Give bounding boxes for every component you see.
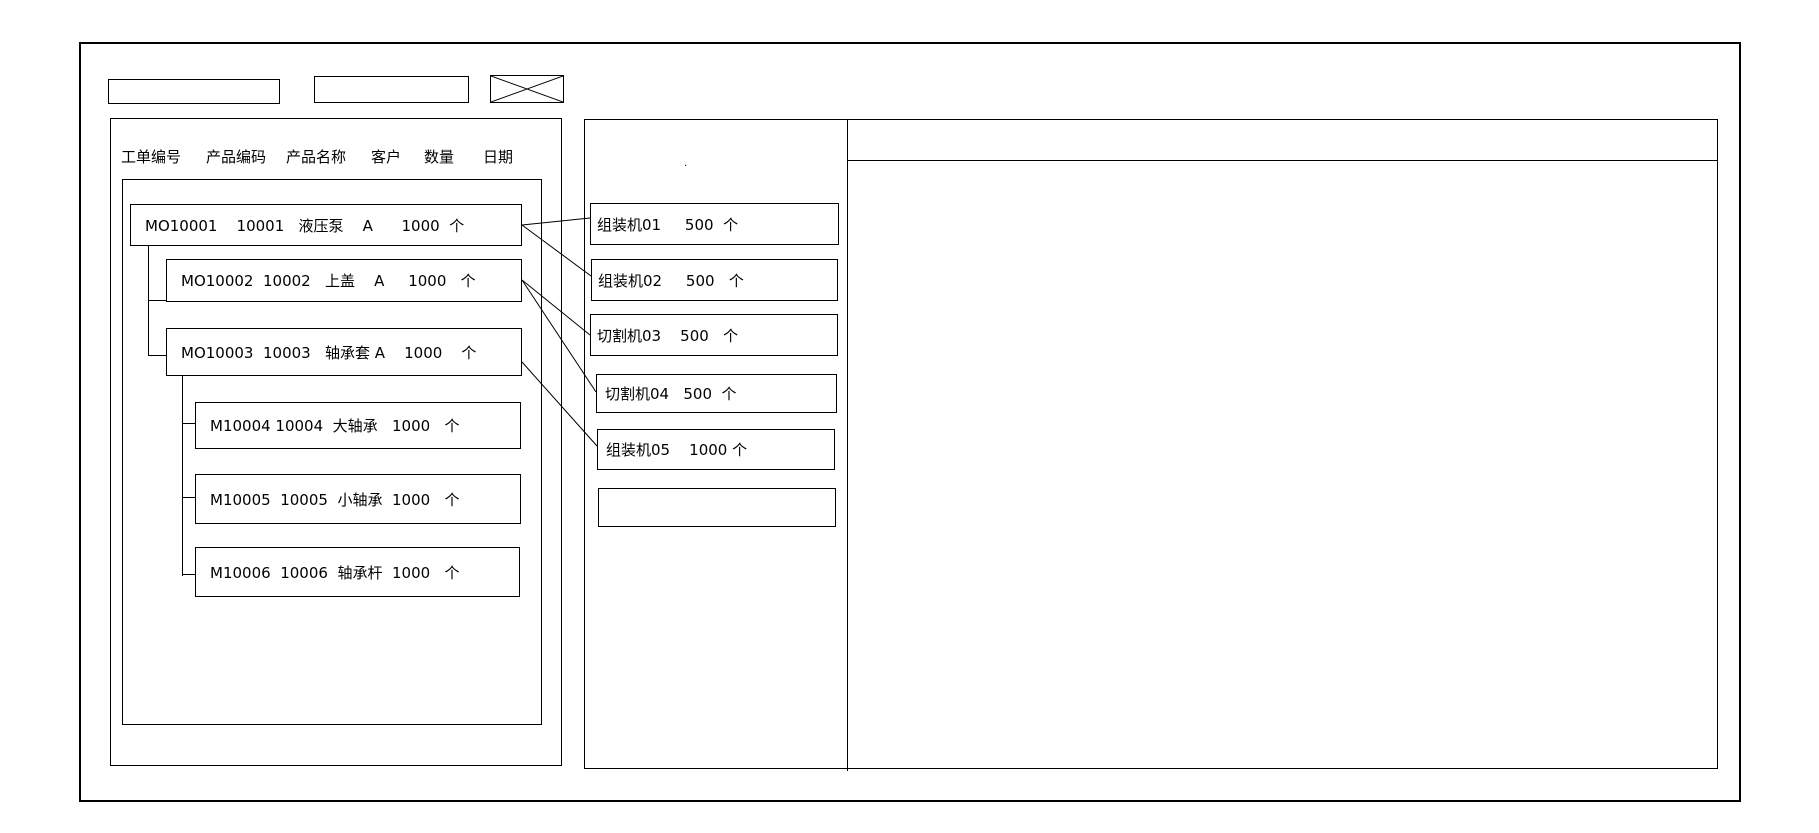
tree-node-M10005[interactable]: M10005 10005 小轴承 1000 个 xyxy=(195,474,521,524)
machine-label: 组装机05 1000 个 xyxy=(606,441,748,459)
header-product-name: 产品名称 xyxy=(286,148,347,166)
node-label: MO10002 10002 上盖 A 1000 个 xyxy=(181,272,476,290)
tree-node-MO10002[interactable]: MO10002 10002 上盖 A 1000 个 xyxy=(166,259,522,302)
node-label: MO10001 10001 液压泵 A 1000 个 xyxy=(145,216,465,235)
tree-node-M10006[interactable]: M10006 10006 轴承杆 1000 个 xyxy=(195,547,520,597)
machine-label: 组装机01 500 个 xyxy=(597,215,739,234)
node-label: M10006 10006 轴承杆 1000 个 xyxy=(210,563,460,582)
machine-node-03[interactable]: 切割机03 500 个 xyxy=(590,314,838,356)
node-label: MO10003 10003 轴承套 A 1000 个 xyxy=(181,343,477,362)
tree-node-MO10003[interactable]: MO10003 10003 轴承套 A 1000 个 xyxy=(166,328,522,376)
header-order-no: 工单编号 xyxy=(121,148,182,166)
header-customer: 客户 xyxy=(371,148,402,166)
machine-node-empty[interactable] xyxy=(598,488,836,527)
tree-connector xyxy=(182,497,195,498)
node-label: M10005 10005 小轴承 1000 个 xyxy=(210,490,460,509)
machine-column-divider xyxy=(847,119,848,771)
header-date: 日期 xyxy=(483,148,514,166)
node-label: M10004 10004 大轴承 1000 个 xyxy=(210,417,460,435)
machine-node-05[interactable]: 组装机05 1000 个 xyxy=(597,429,835,470)
header-product-code: 产品编码 xyxy=(206,148,267,166)
machine-label: 切割机03 500 个 xyxy=(597,326,739,345)
tree-connector xyxy=(148,300,166,301)
tree-connector xyxy=(148,355,166,356)
tree-node-M10004[interactable]: M10004 10004 大轴承 1000 个 xyxy=(195,402,521,449)
machine-node-04[interactable]: 切割机04 500 个 xyxy=(596,374,837,413)
machine-label: 切割机04 500 个 xyxy=(605,385,737,403)
header-quantity: 数量 xyxy=(424,148,455,166)
machine-node-01[interactable]: 组装机01 500 个 xyxy=(590,203,839,245)
timeline-header-divider xyxy=(847,160,1718,161)
search-input-1[interactable] xyxy=(108,79,280,104)
tree-connector xyxy=(182,376,183,576)
x-placeholder-icon xyxy=(490,75,564,103)
machine-node-02[interactable]: 组装机02 500 个 xyxy=(591,259,838,301)
tree-connector xyxy=(182,423,195,424)
machine-label: 组装机02 500 个 xyxy=(598,271,744,290)
placeholder-dot: · xyxy=(684,161,688,172)
search-input-2[interactable] xyxy=(314,76,469,103)
tree-node-MO10001[interactable]: MO10001 10001 液压泵 A 1000 个 xyxy=(130,204,522,246)
tree-connector xyxy=(182,574,195,575)
image-placeholder-icon[interactable] xyxy=(490,75,564,103)
